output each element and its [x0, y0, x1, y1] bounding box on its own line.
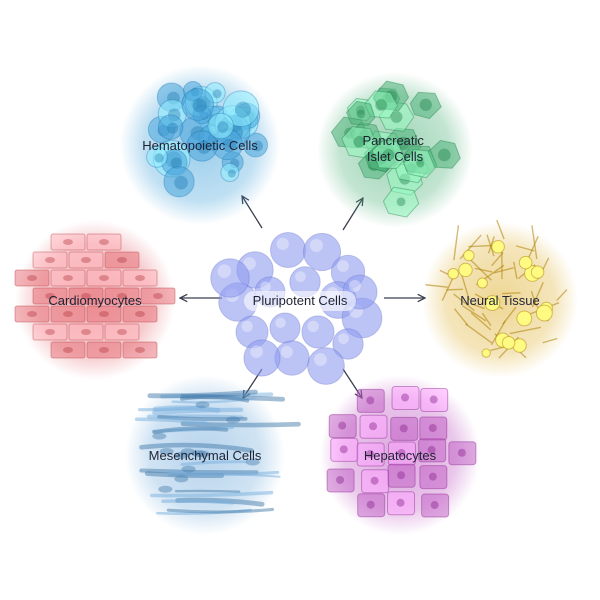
- hematopoietic-cells-cluster: [146, 81, 269, 198]
- neural-tissue-cluster: [425, 219, 568, 359]
- cardiomyocytes-cluster: [14, 233, 176, 359]
- pluripotent-cells-cluster: [210, 231, 383, 385]
- node-pancreatic: Pancreatic Islet Cells: [317, 72, 473, 228]
- label-mesenchymal: Mesenchymal Cells: [149, 448, 262, 463]
- node-cardiomyocytes: Cardiomyocytes: [14, 220, 176, 380]
- node-pluripotent: Pluripotent Cells: [210, 231, 383, 385]
- node-hepatocytes: Hepatocytes: [320, 375, 480, 535]
- node-mesenchymal: Mesenchymal Cells: [125, 375, 301, 535]
- hepatocytes-cluster: [326, 386, 477, 518]
- mesenchymal-cells-cluster: [134, 389, 301, 515]
- label-pluripotent: Pluripotent Cells: [253, 293, 348, 308]
- node-hematopoietic: Hematopoietic Cells: [120, 65, 280, 225]
- label-hematopoietic: Hematopoietic Cells: [142, 138, 258, 153]
- label-cardiomyocytes: Cardiomyocytes: [48, 293, 142, 308]
- label-neural: Neural Tissue: [460, 293, 539, 308]
- node-neural: Neural Tissue: [422, 219, 578, 378]
- label-pancreatic: Pancreatic Islet Cells: [362, 133, 427, 164]
- label-hepatocytes: Hepatocytes: [364, 448, 437, 463]
- pancreatic-islet-cluster: [330, 80, 461, 218]
